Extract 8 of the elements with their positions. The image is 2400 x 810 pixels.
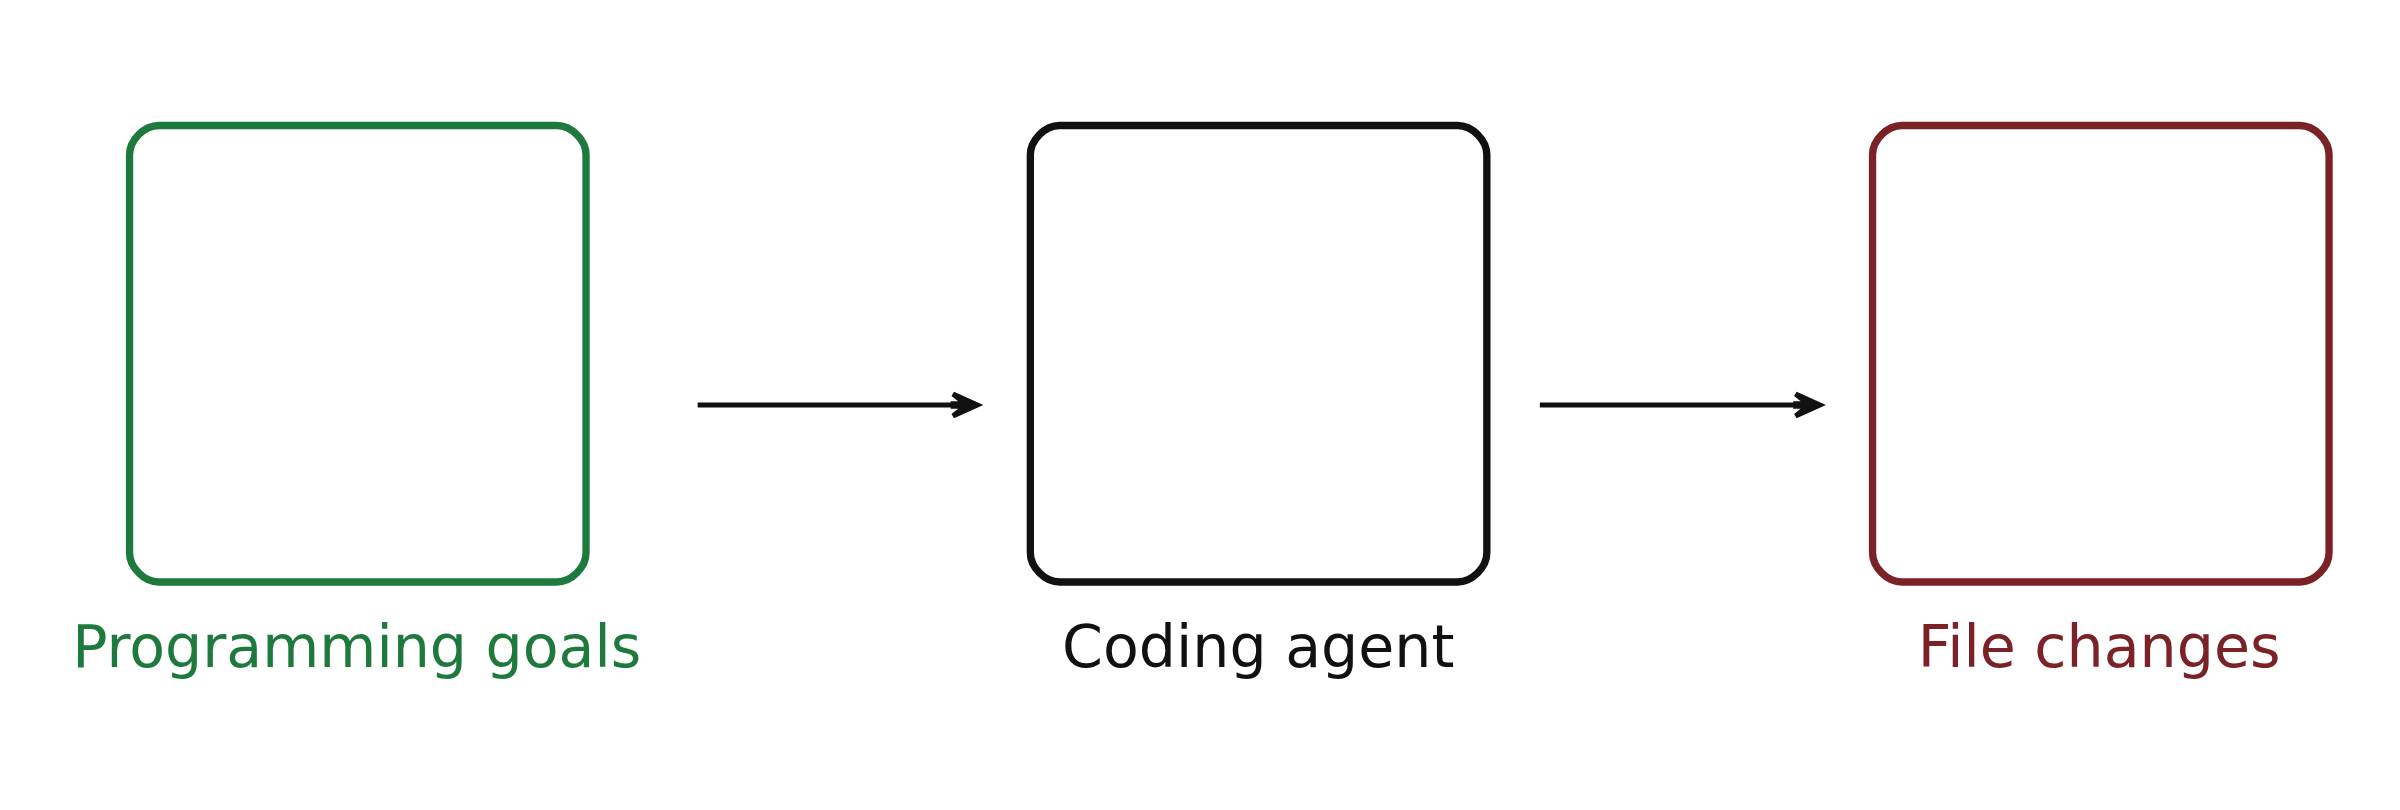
- node-label: File changes: [1917, 612, 2281, 681]
- node-label: Coding agent: [1062, 612, 1455, 681]
- arrow: [1539, 391, 1823, 419]
- node-box: [1868, 121, 2333, 586]
- node-box: [1026, 121, 1491, 586]
- arrow: [697, 391, 980, 419]
- node-label: Programming goals: [72, 612, 642, 681]
- node-box: [125, 121, 590, 586]
